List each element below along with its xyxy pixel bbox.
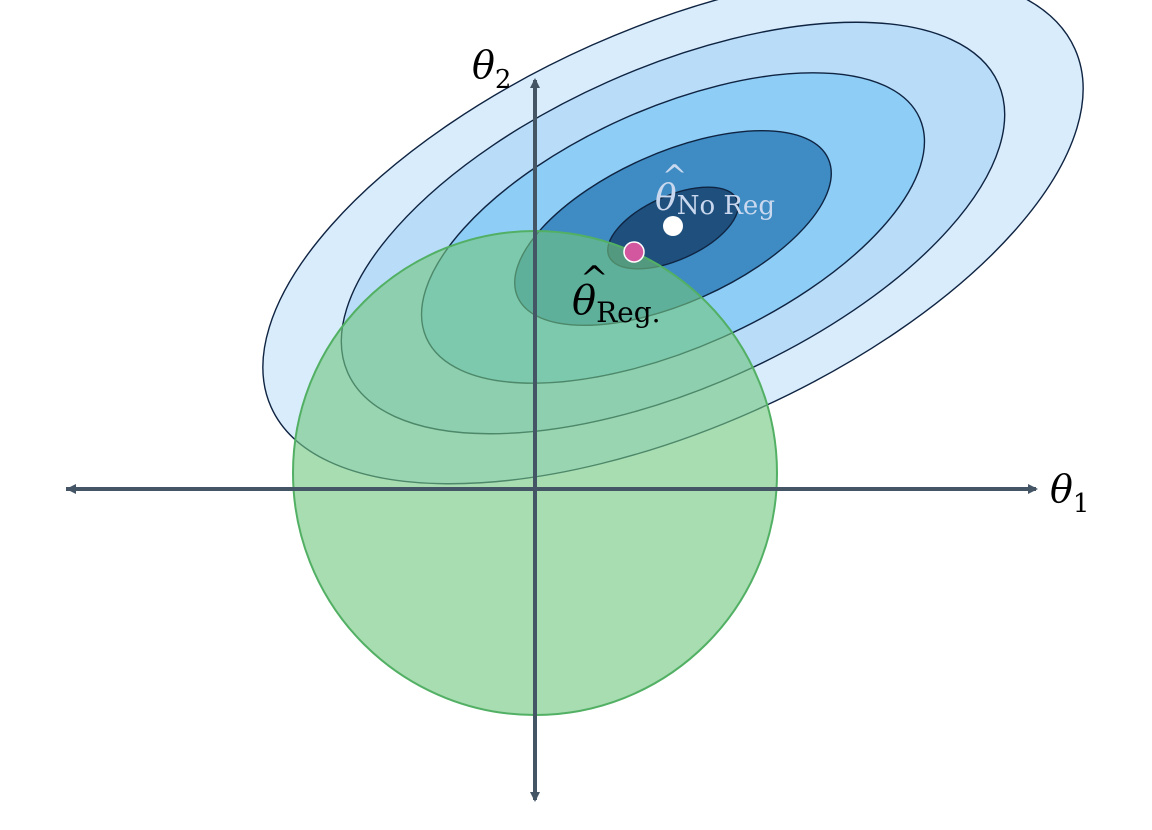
y-axis-label: θ2 <box>472 43 511 95</box>
no-reg-label: θNo Reg <box>655 178 775 221</box>
reg-point <box>623 241 645 263</box>
reg-label: θReg. <box>572 278 661 329</box>
no-reg-point <box>663 216 683 236</box>
axes <box>66 78 1038 802</box>
x-axis-label: θ1 <box>1050 467 1089 519</box>
no-reg-hat: ^ <box>662 159 687 194</box>
reg-hat: ^ <box>580 259 609 299</box>
